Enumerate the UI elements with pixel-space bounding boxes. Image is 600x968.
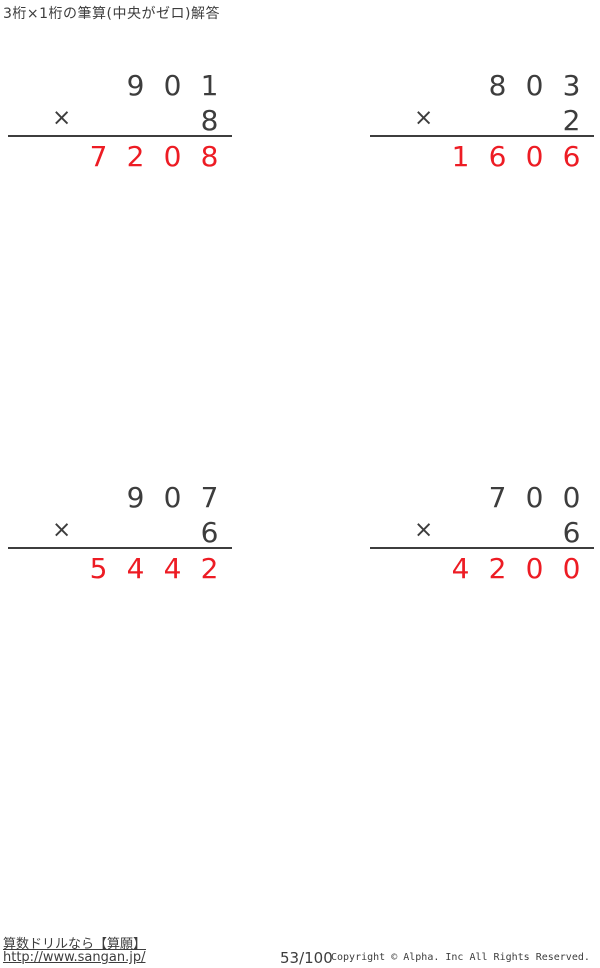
answer-digit: 8 bbox=[200, 140, 219, 173]
multiplier-digit: 6 bbox=[200, 516, 219, 549]
answer-digit: 5 bbox=[89, 552, 108, 585]
multiplicand-digit: 3 bbox=[562, 69, 581, 102]
answer-digit: 2 bbox=[200, 552, 219, 585]
answer-digit: 7 bbox=[89, 140, 108, 173]
rule-line bbox=[8, 547, 232, 549]
multiplicand-digit: 0 bbox=[163, 481, 182, 514]
multiplier-row: × 8 bbox=[8, 100, 232, 135]
answer-digit: 0 bbox=[525, 552, 544, 585]
multiplicand-digit: 0 bbox=[562, 481, 581, 514]
multiplicand-digit: 1 bbox=[200, 69, 219, 102]
multiplier-digit: 6 bbox=[562, 516, 581, 549]
answer-digit: 6 bbox=[488, 140, 507, 173]
answer-digit: 1 bbox=[451, 140, 470, 173]
multiply-sign: × bbox=[414, 105, 434, 131]
multiplier-row: × 6 bbox=[8, 512, 232, 547]
multiply-sign: × bbox=[52, 517, 72, 543]
answer-digit: 0 bbox=[163, 140, 182, 173]
multiplier-row: × 6 bbox=[370, 512, 594, 547]
answer-digit: 4 bbox=[451, 552, 470, 585]
answer-digit: 2 bbox=[488, 552, 507, 585]
copyright-text: Copyright © Alpha. Inc All Rights Reserv… bbox=[331, 952, 590, 963]
multiplier-row: × 2 bbox=[370, 100, 594, 135]
site-url-link[interactable]: http://www.sangan.jp/ bbox=[3, 950, 146, 965]
answer-digit: 4 bbox=[126, 552, 145, 585]
multiplicand-digit: 9 bbox=[126, 481, 145, 514]
multiply-sign: × bbox=[414, 517, 434, 543]
site-name-link[interactable]: 算数ドリルなら【算願】 bbox=[3, 937, 147, 952]
page-number: 53/100 bbox=[280, 949, 333, 967]
worksheet-title: 3桁×1桁の筆算(中央がゼロ)解答 bbox=[3, 6, 220, 22]
multiplicand-digit: 0 bbox=[525, 69, 544, 102]
answer-digit: 6 bbox=[562, 140, 581, 173]
multiplier-digit: 8 bbox=[200, 104, 219, 137]
answer-digit: 0 bbox=[525, 140, 544, 173]
multiplicand-digit: 0 bbox=[525, 481, 544, 514]
multiplicand-digit: 7 bbox=[200, 481, 219, 514]
answer-digit: 0 bbox=[562, 552, 581, 585]
multiplier-digit: 2 bbox=[562, 104, 581, 137]
rule-line bbox=[8, 135, 232, 137]
multiply-sign: × bbox=[52, 105, 72, 131]
answer-digit: 4 bbox=[163, 552, 182, 585]
multiplicand-digit: 9 bbox=[126, 69, 145, 102]
multiplicand-digit: 0 bbox=[163, 69, 182, 102]
rule-line bbox=[370, 547, 594, 549]
multiplicand-digit: 7 bbox=[488, 481, 507, 514]
multiplicand-digit: 8 bbox=[488, 69, 507, 102]
answer-digit: 2 bbox=[126, 140, 145, 173]
rule-line bbox=[370, 135, 594, 137]
